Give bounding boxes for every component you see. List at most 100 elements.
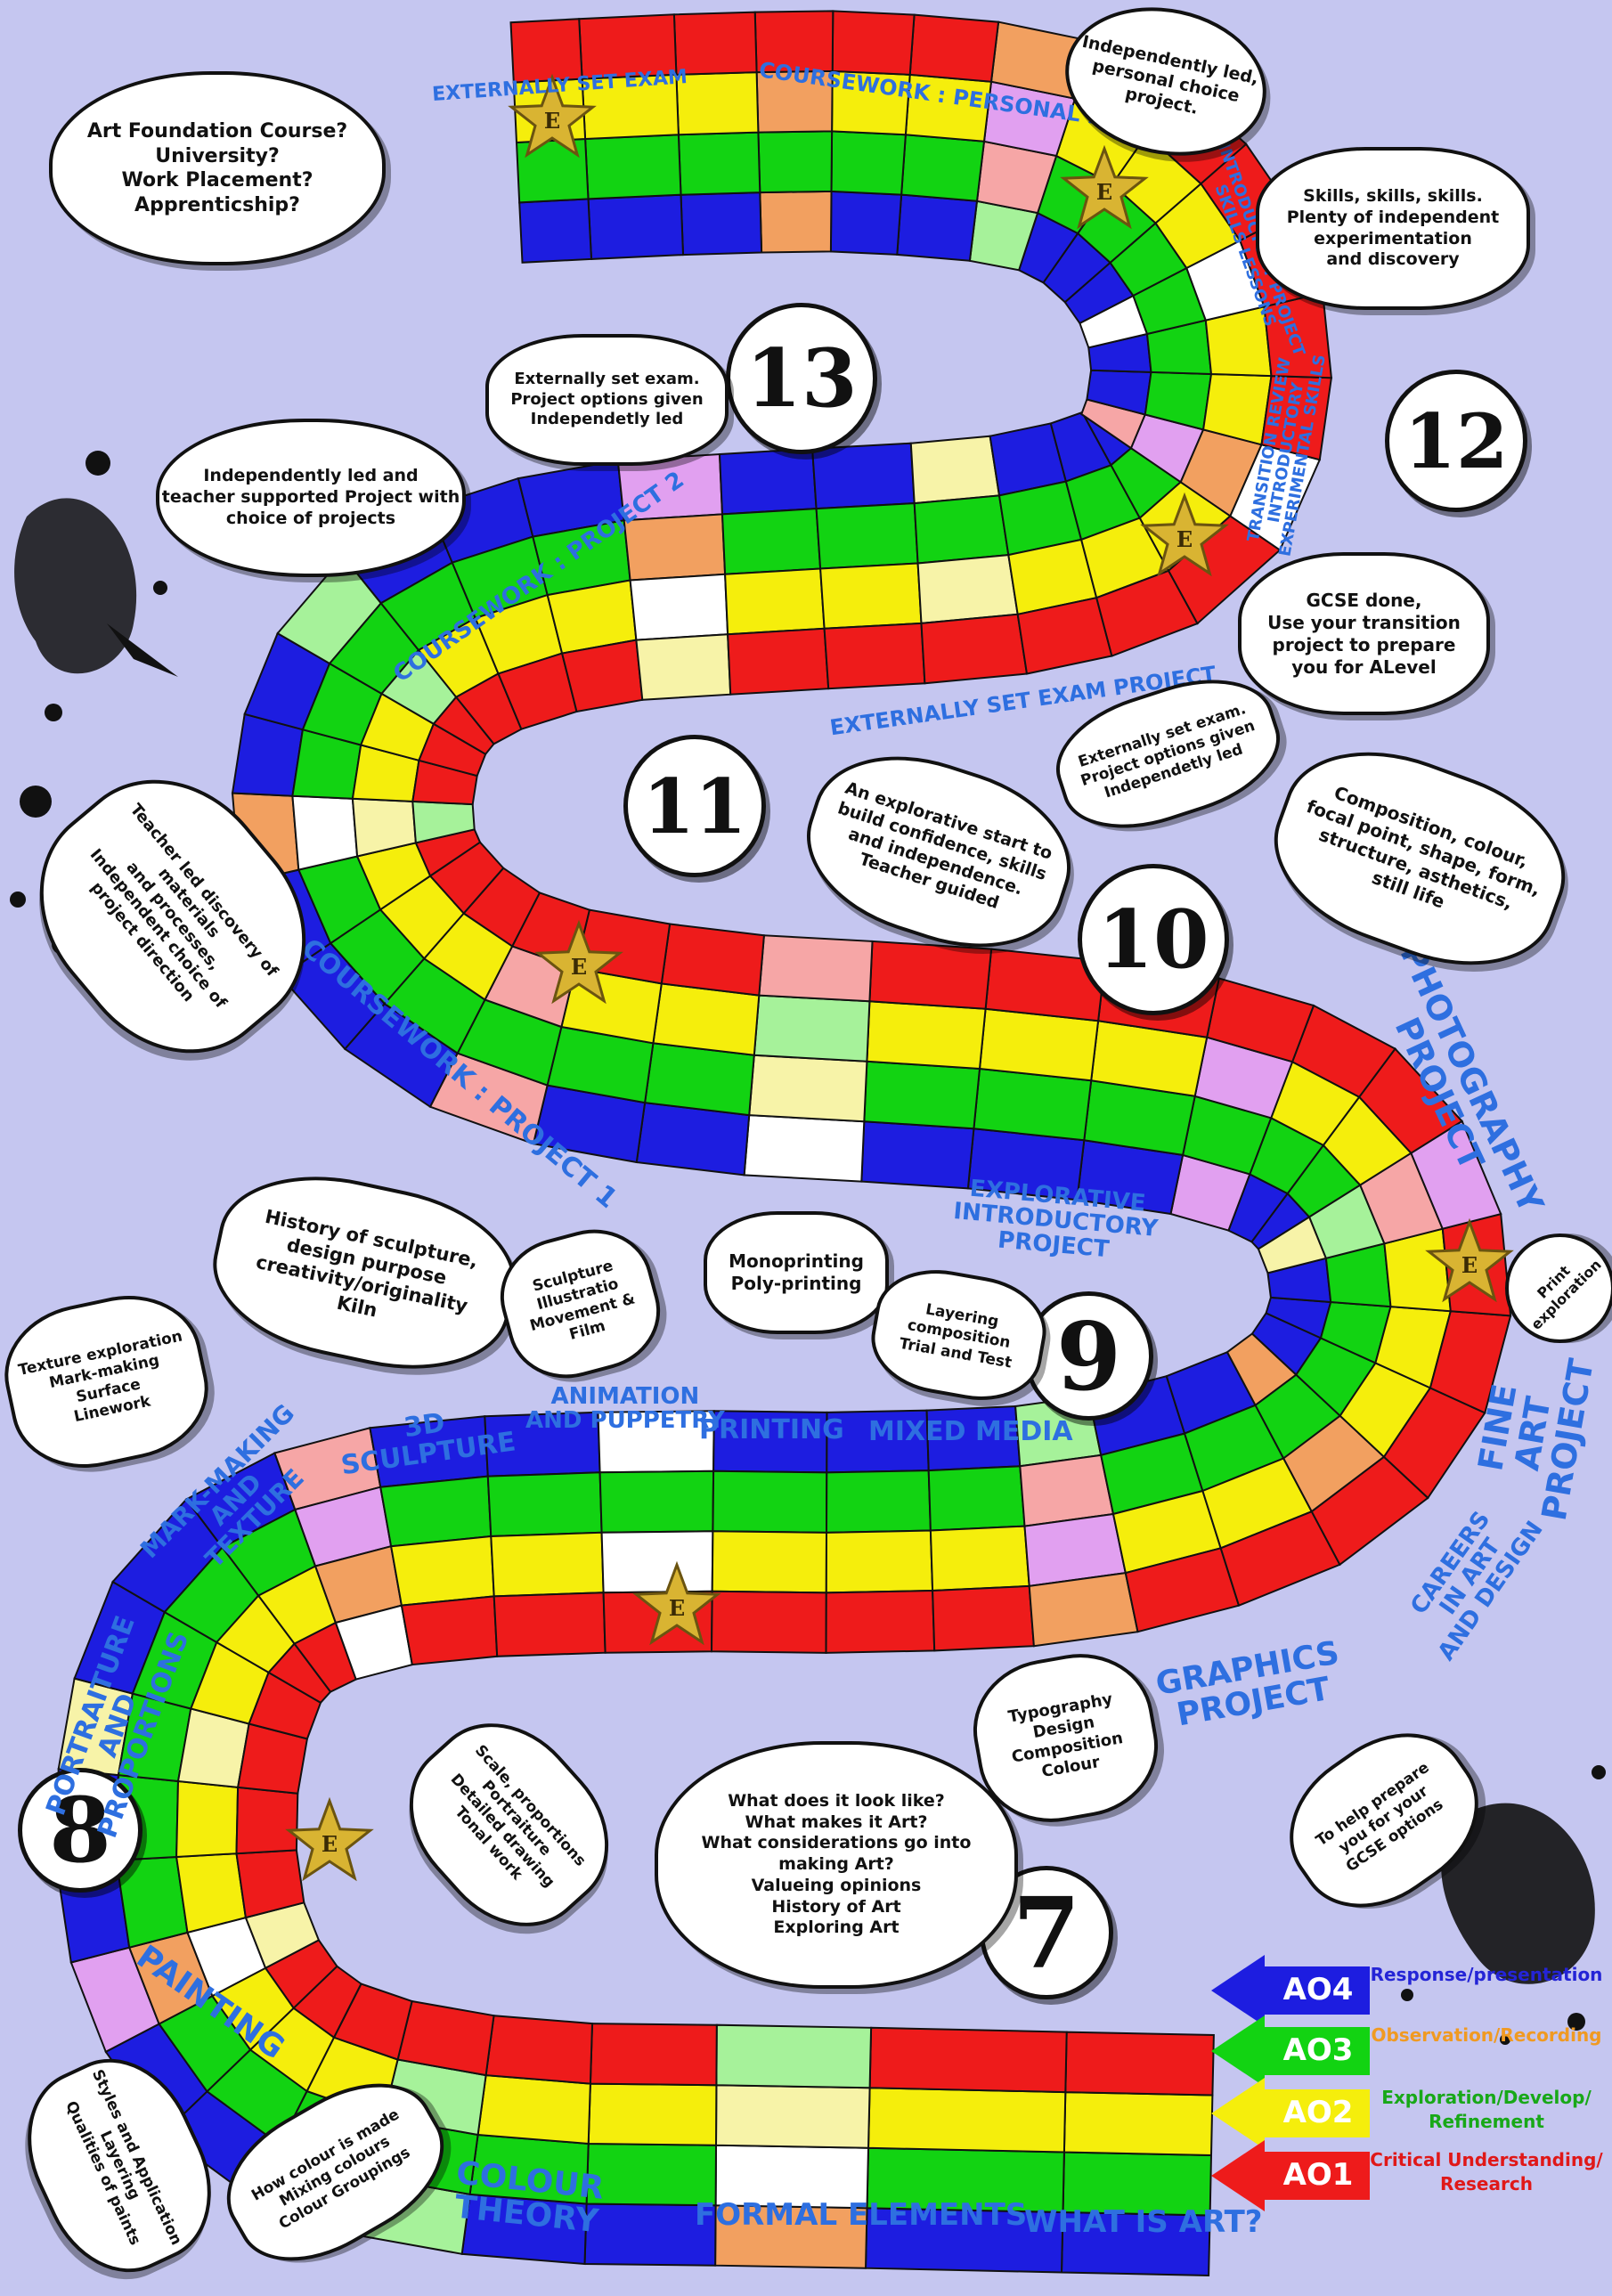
bubble-skills: Skills, skills, skills. Plenty of indepe… (1256, 147, 1530, 310)
year-11-circle: 11 (623, 735, 766, 877)
road-cell (757, 130, 834, 194)
exam-star-icon: E (1425, 1217, 1514, 1303)
road-cell (490, 1531, 605, 1598)
road-cell (515, 137, 590, 204)
road-cell (715, 2023, 873, 2089)
road-cell (831, 10, 916, 76)
label-printing: PRINTING (699, 1414, 844, 1445)
road-cell (652, 982, 761, 1056)
road-cell (677, 131, 761, 196)
year-8-circle: 8 (18, 1768, 142, 1893)
road-cell (635, 633, 732, 701)
road-cell (900, 134, 986, 202)
label-what-is-art: WHAT IS ART? (1024, 2204, 1263, 2240)
exam-star-letter: E (1096, 179, 1112, 205)
road-cell (712, 1470, 828, 1534)
road-cell (584, 134, 682, 200)
year-13-circle: 13 (726, 303, 877, 454)
road-cell (863, 1060, 981, 1130)
road-cell (823, 622, 926, 690)
road-cell (748, 1054, 868, 1123)
road-cell (493, 1592, 607, 1657)
key-arrows (1211, 1955, 1370, 2211)
bubble-future-options: Art Foundation Course? University? Work … (49, 71, 386, 265)
key-code-ao3: AO3 (1282, 2032, 1354, 2068)
road-cell (908, 13, 1000, 83)
exam-star-letter: E (322, 1831, 338, 1857)
road-cell (680, 191, 763, 256)
key-desc-ao3: Observation/Recording (1371, 2024, 1602, 2046)
exam-star-icon: E (508, 73, 597, 159)
road-cell (623, 513, 727, 582)
road-cell (920, 613, 1029, 685)
road-cell (175, 1852, 248, 1934)
road-cell (587, 2082, 718, 2146)
road-cell (743, 1114, 866, 1183)
road-cell (868, 940, 993, 1010)
key-row-ao1: AO1 Critical Understanding/ Research (1211, 2145, 1603, 2207)
road-cell (927, 1465, 1026, 1532)
bubble-gcse-done: GCSE done, Use your transition project t… (1238, 552, 1490, 715)
road-cell (830, 130, 907, 196)
road-cell (660, 923, 765, 997)
road-cell (1064, 2031, 1215, 2097)
road-cell (486, 1471, 603, 1538)
road-cell (714, 2084, 871, 2149)
key-arrow-icon (1211, 2078, 1370, 2149)
road-cell (585, 2142, 718, 2207)
road-cell (811, 442, 916, 510)
road-cell (589, 2023, 718, 2087)
road-cell (175, 1779, 240, 1859)
road-cell (672, 11, 758, 76)
road-cell (727, 627, 830, 696)
road-cell (929, 1525, 1030, 1592)
exam-star-letter: E (1461, 1252, 1478, 1278)
road-cell (916, 554, 1019, 624)
key-desc-ao1: Critical Understanding/ Research (1370, 2149, 1603, 2194)
label-mixed-media: MIXED MEDIA (868, 1416, 1073, 1447)
road-cell (819, 562, 923, 630)
key-desc-ao2: Exploration/Develop/ Refinement (1381, 2087, 1592, 2132)
road-cell (379, 1475, 493, 1548)
road-cell (825, 1589, 936, 1654)
exam-star-letter: E (1176, 526, 1193, 552)
road-cell (484, 2015, 594, 2085)
road-cell (587, 193, 685, 260)
road-cell (509, 18, 583, 84)
exam-star-icon: E (1140, 492, 1229, 577)
road-cell (825, 1529, 934, 1594)
key-row-ao3: AO3 Observation/Recording (1211, 2020, 1603, 2082)
road-cell (1028, 1571, 1139, 1648)
road-cell (913, 494, 1010, 565)
road-cell (815, 502, 919, 570)
exam-star-icon: E (632, 1560, 721, 1646)
road-cell (389, 1535, 495, 1607)
key-row-ao2: AO2 Exploration/Develop/ Refinement (1211, 2082, 1603, 2145)
road-cell (235, 1786, 299, 1855)
year-9-circle: 9 (1024, 1291, 1153, 1421)
road-cell (909, 435, 1001, 505)
road-cell (675, 71, 760, 136)
road-cell (291, 794, 359, 871)
ink-splatter-left (10, 451, 192, 955)
road-cell (1062, 2091, 1214, 2157)
road-cell (629, 573, 729, 641)
road-cell (710, 1590, 827, 1654)
exam-star-letter: E (571, 954, 587, 980)
key-code-ao1: AO1 (1282, 2157, 1354, 2193)
road-cell (866, 1000, 987, 1071)
exam-stars: E E E E E E E (285, 73, 1514, 1882)
road-cell (867, 2087, 1067, 2154)
road-cell (518, 198, 593, 264)
key-desc-ao4: Response/presentation (1370, 1964, 1603, 1985)
road-cell (721, 508, 822, 575)
key-arrow-icon (1211, 1955, 1370, 2026)
road-cell (476, 2074, 591, 2145)
key-code-ao4: AO4 (1282, 1972, 1354, 2007)
road-cell (759, 190, 833, 254)
road-cell (932, 1584, 1035, 1652)
road-cell (600, 1530, 714, 1594)
road-cell (868, 2026, 1068, 2094)
road-cell (829, 190, 903, 256)
key-row-ao4: AO4 Response/presentation (1211, 1959, 1603, 2022)
